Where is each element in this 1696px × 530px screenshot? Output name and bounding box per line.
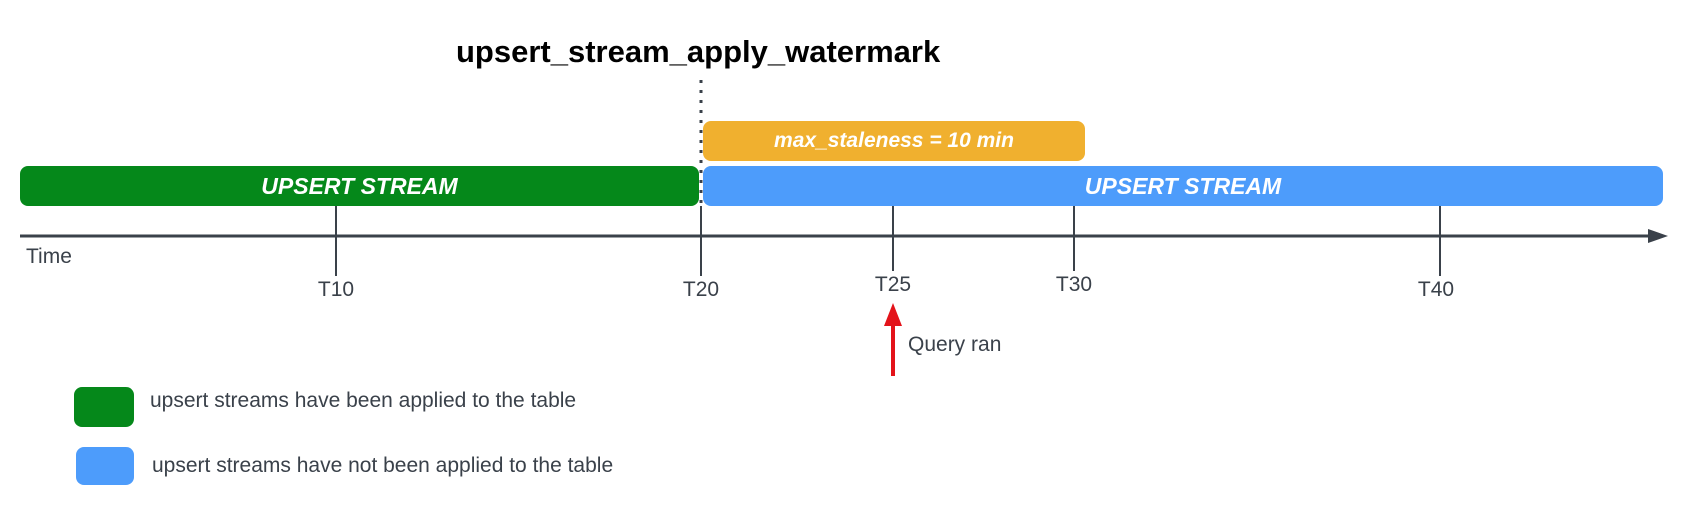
legend-not-applied-swatch [76,447,134,485]
query-arrow-head [884,303,902,326]
applied-upsert-stream-label: UPSERT STREAM [261,172,458,199]
tick-label-t20: T20 [682,278,720,301]
tick-label-t30: T30 [1055,273,1093,296]
legend-applied-swatch [74,387,134,427]
query-ran-label: Query ran [908,333,1002,356]
max-staleness-label: max_staleness = 10 min [774,129,1014,152]
applied-upsert-stream-bar: UPSERT STREAM [20,166,699,206]
tick-label-t25: T25 [874,273,912,296]
legend-not-applied-label: upsert streams have not been applied to … [152,454,614,477]
tick-label-t10: T10 [317,278,355,301]
time-axis-label: Time [26,245,72,268]
not-applied-upsert-stream-bar: UPSERT STREAM [703,166,1663,206]
time-axis-arrowhead [1648,229,1668,243]
max-staleness-bar: max_staleness = 10 min [703,121,1085,161]
tick-label-t40: T40 [1417,278,1455,301]
diagram-title: upsert_stream_apply_watermark [456,34,941,69]
legend-applied-label: upsert streams have been applied to the … [150,389,577,412]
not-applied-upsert-stream-label: UPSERT STREAM [1084,172,1282,199]
